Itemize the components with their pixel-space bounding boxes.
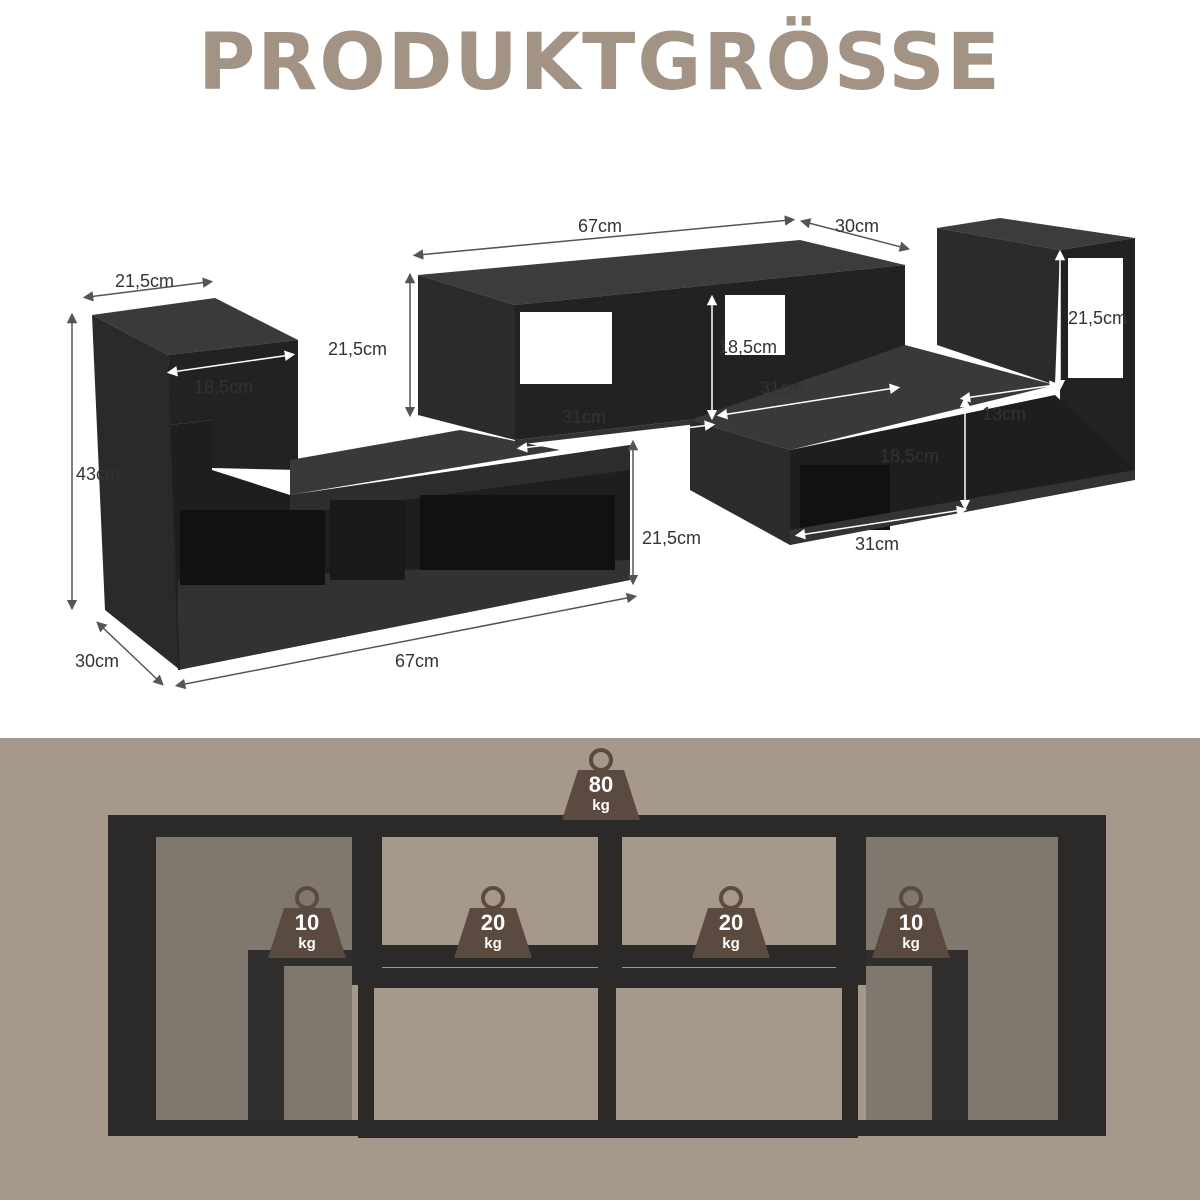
weight-top-value: 80 [589, 772, 613, 797]
dim-middle-inner-width: 31cm [562, 407, 606, 427]
weight-mid-left-unit: kg [484, 935, 502, 952]
dim-left-lower-height: 21,5cm [642, 528, 701, 548]
weight-right-value: 10 [899, 910, 923, 935]
load-capacity-section: 80 kg 10 kg 20 kg 20 kg [0, 738, 1200, 1200]
dim-right-inner-width-top: 31cm [760, 378, 804, 398]
dim-left-top-depth: 21,5cm [115, 271, 174, 291]
weight-badge-left: 10 kg [268, 886, 346, 958]
weight-right-unit: kg [902, 935, 920, 952]
shelf-front-view: 80 kg 10 kg 20 kg 20 kg [108, 748, 1106, 1138]
dim-left-height: 43cm [76, 464, 120, 484]
weight-badge-mid-left: 20 kg [454, 886, 532, 958]
weight-left-unit: kg [298, 935, 316, 952]
dim-right-inner-depth: 13cm [982, 404, 1026, 424]
shelf-3d-illustration: 21,5cm 18,5cm 43cm 30cm 67cm 21,5cm 67cm… [66, 215, 1135, 690]
weight-badge-right: 10 kg [872, 886, 950, 958]
dim-middle-depth: 30cm [835, 216, 879, 236]
dimension-diagram: 21,5cm 18,5cm 43cm 30cm 67cm 21,5cm 67cm… [0, 150, 1200, 730]
weight-badge-top: 80 kg [562, 748, 640, 820]
inner-dimension-lines [166, 249, 1066, 540]
dim-middle-inner-height: 18,5cm [718, 337, 777, 357]
page-title: PRODUKTGRÖSSE [198, 18, 1002, 108]
front-shelf-structure [108, 815, 1106, 1138]
weight-top-unit: kg [592, 797, 610, 814]
dim-middle-height: 21,5cm [328, 339, 387, 359]
dim-right-inner-width: 31cm [855, 534, 899, 554]
dim-right-inner-height: 18,5cm [880, 446, 939, 466]
weight-badge-mid-right: 20 kg [692, 886, 770, 958]
weight-mid-right-value: 20 [719, 910, 743, 935]
dim-right-top-height: 21,5cm [1068, 308, 1127, 328]
weight-mid-left-value: 20 [481, 910, 505, 935]
weight-left-value: 10 [295, 910, 319, 935]
dim-left-width: 67cm [395, 651, 439, 671]
dimension-lines [66, 215, 911, 690]
weight-mid-right-unit: kg [722, 935, 740, 952]
dim-middle-width: 67cm [578, 216, 622, 236]
dim-left-inner-depth: 18,5cm [194, 377, 253, 397]
dim-left-depth: 30cm [75, 651, 119, 671]
